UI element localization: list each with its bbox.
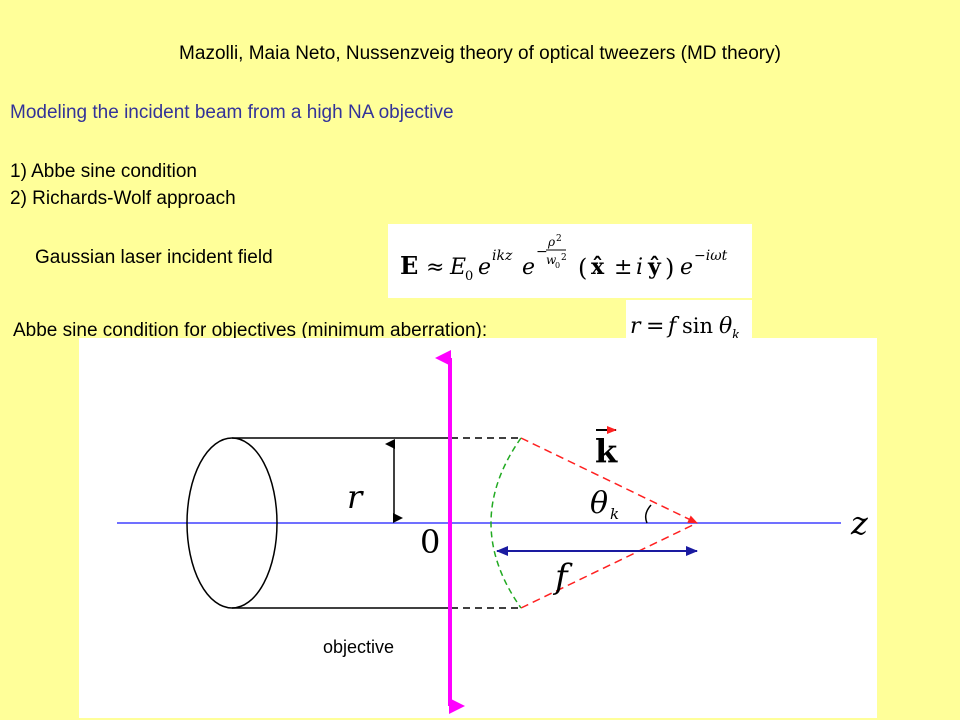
objective-label: objective <box>323 637 395 657</box>
slide-title: Mazolli, Maia Neto, Nussenzveig theory o… <box>179 43 781 64</box>
gaussian-field-equation: E ≈ E 0 e ikz e − ρ 2 w 0 2 ( x̂ ± i ŷ )… <box>388 224 752 298</box>
svg-text:2: 2 <box>561 253 567 263</box>
abbe-condition-formula: r = f sin θ k <box>630 314 740 343</box>
k-vector-label: k <box>595 432 618 470</box>
svg-text:2: 2 <box>556 234 562 244</box>
list-item-abbe: 1) Abbe sine condition <box>10 161 197 182</box>
svg-text:x̂: x̂ <box>591 254 605 280</box>
slide-subtitle: Modeling the incident beam from a high N… <box>10 102 454 123</box>
svg-text:e: e <box>522 255 535 280</box>
svg-text:E: E <box>449 255 466 280</box>
svg-text:e: e <box>478 255 491 280</box>
svg-text:≈: ≈ <box>426 255 444 280</box>
gaussian-field-label: Gaussian laser incident field <box>35 247 273 268</box>
angle-arc <box>644 504 652 524</box>
svg-text:k: k <box>732 328 740 343</box>
ray-upper <box>520 437 698 524</box>
svg-text:i: i <box>636 255 643 280</box>
origin-label: 0 <box>420 523 440 561</box>
svg-text:=: = <box>646 314 664 339</box>
focal-length-label: f <box>552 557 573 597</box>
svg-text:e: e <box>680 255 693 280</box>
svg-text:sin: sin <box>682 314 713 338</box>
svg-text:(: ( <box>578 254 587 282</box>
radius-label: r <box>347 478 364 516</box>
svg-text:−: − <box>536 244 548 260</box>
svg-text:θ: θ <box>719 314 732 339</box>
svg-text:0: 0 <box>465 269 473 284</box>
svg-text:ρ: ρ <box>547 235 555 249</box>
svg-text:ikz: ikz <box>492 248 513 264</box>
z-axis-label: z <box>850 504 869 542</box>
svg-text:w: w <box>546 253 557 267</box>
objective-diagram: r 0 k θ k f z objective <box>79 338 877 718</box>
abbe-condition-label: Abbe sine condition for objectives (mini… <box>13 320 488 341</box>
diagram-canvas: r 0 k θ k f z <box>117 350 869 714</box>
svg-text:E: E <box>400 251 418 280</box>
svg-text:±: ± <box>614 255 632 280</box>
svg-text:−iωt: −iωt <box>694 248 728 264</box>
ray-lower <box>520 522 698 609</box>
gaussian-field-formula: E ≈ E 0 e ikz e − ρ 2 w 0 2 ( x̂ ± i ŷ )… <box>400 234 728 284</box>
svg-text:): ) <box>665 254 674 282</box>
list-item-richards-wolf: 2) Richards-Wolf approach <box>10 188 236 209</box>
svg-text:f: f <box>666 314 680 339</box>
wavefront-arc <box>490 437 522 609</box>
svg-text:r: r <box>630 314 642 339</box>
theta-label: θ <box>590 486 608 521</box>
theta-subscript-label: k <box>610 505 619 523</box>
svg-text:ŷ: ŷ <box>647 254 662 280</box>
svg-text:0: 0 <box>555 261 560 270</box>
